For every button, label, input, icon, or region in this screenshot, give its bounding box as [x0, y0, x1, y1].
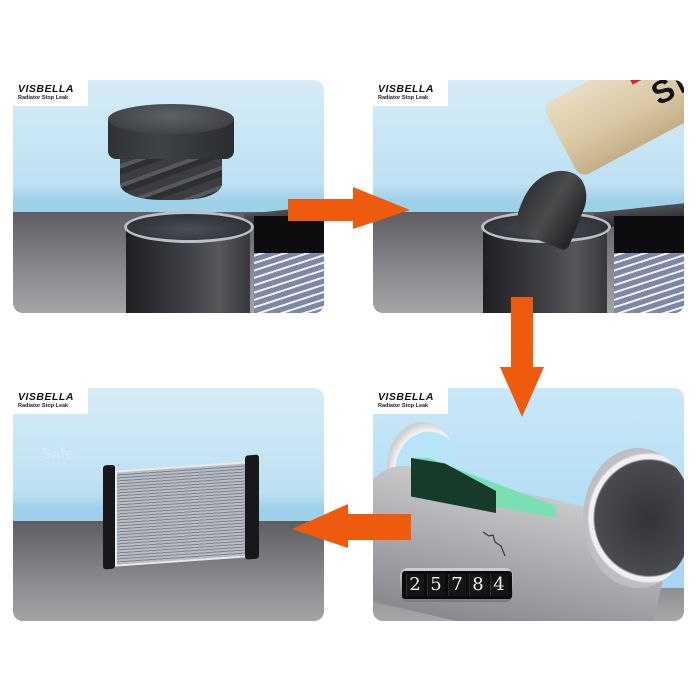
- pipe-right-opening: [583, 448, 684, 588]
- step-1-panel: VISBELLA Radiator Stop Leak: [13, 80, 324, 313]
- brand-tagline: Radiator Stop Leak: [378, 95, 429, 101]
- radiator-fins: [254, 216, 324, 313]
- watermark: Sale: [41, 446, 74, 463]
- radiator-cap: [108, 104, 234, 202]
- odometer-digit: 7: [447, 574, 466, 596]
- brand-name: VISBELLA: [18, 83, 74, 95]
- radiator-fins: [614, 216, 684, 313]
- stop-leak-bottle: CO ST: [541, 80, 684, 179]
- brand-tagline: Radiator Stop Leak: [18, 95, 69, 101]
- cap-top: [108, 104, 234, 134]
- brand-name: VISBELLA: [378, 83, 434, 95]
- odometer-digit: 4: [489, 574, 508, 596]
- odometer-digit: 5: [426, 574, 445, 596]
- arrow-left-icon: [292, 504, 411, 548]
- brand-logo: VISBELLA Radiator Stop Leak: [373, 80, 448, 106]
- odometer-digit: 2: [405, 574, 424, 596]
- cap-thread: [120, 156, 222, 200]
- arrow-down-icon: [500, 297, 544, 417]
- brand-logo: VISBELLA Radiator Stop Leak: [13, 388, 88, 414]
- radiator-right-tank: [245, 454, 259, 560]
- step-3-panel: VISBELLA Radiator Stop Leak 2 5 7 8 4: [373, 388, 684, 621]
- pipe-crack-icon: [482, 531, 506, 557]
- radiator-left-tank: [103, 464, 115, 570]
- bottle-label-big: ST: [645, 80, 684, 112]
- odometer: 2 5 7 8 4: [400, 568, 513, 602]
- brand-name: VISBELLA: [378, 391, 434, 403]
- radiator: [103, 454, 259, 570]
- brand-logo: VISBELLA Radiator Stop Leak: [373, 388, 448, 414]
- brand-logo: VISBELLA Radiator Stop Leak: [13, 80, 88, 106]
- filler-neck: [124, 211, 254, 313]
- odometer-digit: 8: [468, 574, 487, 596]
- arrow-right-icon: [288, 187, 410, 229]
- step-2-panel: VISBELLA Radiator Stop Leak CO ST: [373, 80, 684, 313]
- brand-tagline: Radiator Stop Leak: [18, 403, 69, 409]
- radiator-core: [115, 461, 249, 567]
- step-4-panel: VISBELLA Radiator Stop Leak Sale: [13, 388, 324, 621]
- filler-neck-rim: [124, 211, 254, 243]
- brand-tagline: Radiator Stop Leak: [378, 403, 429, 409]
- brand-name: VISBELLA: [18, 391, 74, 403]
